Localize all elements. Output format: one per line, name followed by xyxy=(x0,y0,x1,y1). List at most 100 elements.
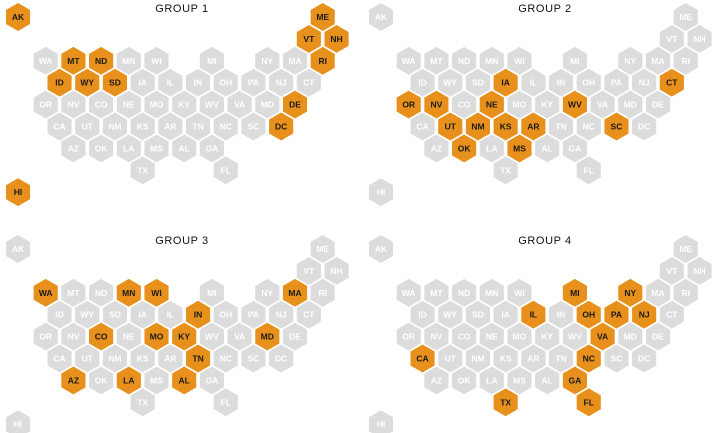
state-hex-wa xyxy=(395,277,422,308)
state-hex-az xyxy=(60,133,87,164)
state-label-ar: AR xyxy=(164,122,176,132)
state-label-oh: OH xyxy=(582,310,595,320)
state-label-me: ME xyxy=(316,244,329,254)
state-label-nm: NM xyxy=(108,122,121,132)
state-hex-nm xyxy=(464,343,492,374)
state-label-az: AZ xyxy=(431,375,442,385)
state-hex-fl xyxy=(212,387,239,418)
state-hex-oh xyxy=(575,299,602,330)
state-hex-ks xyxy=(129,111,156,142)
state-label-ri: RI xyxy=(318,56,327,66)
state-label-ia: IA xyxy=(138,78,147,88)
state-hex-wi xyxy=(143,45,170,76)
state-hex-ok xyxy=(88,365,115,396)
state-hex-co xyxy=(451,89,478,120)
state-hex-mi xyxy=(198,45,225,76)
state-label-wa: WA xyxy=(402,56,416,66)
state-hex-de xyxy=(281,89,309,120)
state-label-mi: MI xyxy=(207,288,216,298)
state-label-co: CO xyxy=(458,332,471,342)
state-hex-ma xyxy=(281,277,309,308)
state-label-mo: MO xyxy=(150,100,164,110)
state-hex-ga xyxy=(198,133,225,164)
state-label-ms: MS xyxy=(513,143,526,153)
state-label-ks: KS xyxy=(137,354,149,364)
state-label-la: LA xyxy=(123,143,134,153)
state-label-dc: DC xyxy=(275,354,287,364)
state-hex-nd xyxy=(88,45,115,76)
state-label-fl: FL xyxy=(584,165,594,175)
state-hex-sd xyxy=(101,299,129,330)
state-hex-sd xyxy=(101,67,129,98)
state-hex-nj xyxy=(268,299,295,330)
state-hex-wa xyxy=(32,277,59,308)
state-label-md: MD xyxy=(261,100,274,110)
state-hex-tn xyxy=(547,111,575,142)
state-hex-ar xyxy=(520,343,547,374)
state-label-ak: AK xyxy=(12,12,25,22)
state-label-id: ID xyxy=(418,310,427,320)
state-label-vt: VT xyxy=(303,266,315,276)
state-hex-va xyxy=(589,89,616,120)
state-label-sc: SC xyxy=(248,122,260,132)
state-hex-ia xyxy=(492,67,519,98)
state-label-il: IL xyxy=(530,78,538,88)
state-label-dc: DC xyxy=(638,122,650,132)
state-hex-dc xyxy=(268,343,295,374)
state-label-la: LA xyxy=(486,143,497,153)
state-hex-ca xyxy=(409,343,436,374)
state-label-nd: ND xyxy=(458,56,470,66)
state-hex-wa xyxy=(32,45,59,76)
state-hex-ne xyxy=(478,89,505,120)
state-hex-ar xyxy=(157,343,184,374)
state-hex-md xyxy=(254,89,281,120)
state-hex-id xyxy=(46,299,73,330)
state-label-tx: TX xyxy=(137,397,148,407)
state-label-mi: MI xyxy=(207,56,216,66)
state-label-tx: TX xyxy=(137,165,148,175)
state-label-mt: MT xyxy=(430,288,443,298)
state-label-ok: OK xyxy=(458,375,472,385)
state-label-in: IN xyxy=(194,310,203,320)
state-hex-ia xyxy=(492,299,519,330)
state-label-mo: MO xyxy=(513,100,527,110)
state-hex-sd xyxy=(464,299,492,330)
state-hex-ct xyxy=(658,299,685,330)
state-hex-ma xyxy=(644,45,672,76)
state-label-ar: AR xyxy=(527,122,539,132)
state-label-va: VA xyxy=(597,100,608,110)
state-label-al: AL xyxy=(542,143,553,153)
state-label-sd: SD xyxy=(109,310,121,320)
state-hex-or xyxy=(395,321,422,352)
state-hex-mo xyxy=(506,321,533,352)
state-hex-wv xyxy=(561,321,588,352)
state-hex-la xyxy=(478,133,505,164)
state-label-oh: OH xyxy=(219,310,232,320)
state-label-il: IL xyxy=(530,310,538,320)
state-label-hi: HI xyxy=(14,187,23,197)
state-hex-ky xyxy=(171,321,198,352)
state-hex-md xyxy=(617,89,644,120)
state-label-de: DE xyxy=(652,332,664,342)
state-hex-ms xyxy=(143,133,170,164)
state-hex-va xyxy=(226,89,253,120)
state-hex-in xyxy=(547,299,575,330)
state-label-al: AL xyxy=(179,375,190,385)
state-label-tx: TX xyxy=(500,165,511,175)
state-hex-mt xyxy=(423,45,450,76)
state-label-hi: HI xyxy=(377,187,386,197)
state-label-in: IN xyxy=(557,310,566,320)
state-hex-hi xyxy=(4,177,32,208)
state-label-il: IL xyxy=(167,78,175,88)
state-hex-ak xyxy=(367,1,395,33)
state-label-ga: GA xyxy=(206,143,219,153)
state-hex-pa xyxy=(240,67,267,98)
state-label-id: ID xyxy=(418,78,427,88)
state-hex-nj xyxy=(631,67,658,98)
state-label-md: MD xyxy=(624,332,637,342)
state-label-fl: FL xyxy=(221,397,231,407)
state-hex-ut xyxy=(437,111,464,142)
state-label-fl: FL xyxy=(221,165,231,175)
state-label-al: AL xyxy=(179,143,190,153)
state-label-ms: MS xyxy=(513,375,526,385)
